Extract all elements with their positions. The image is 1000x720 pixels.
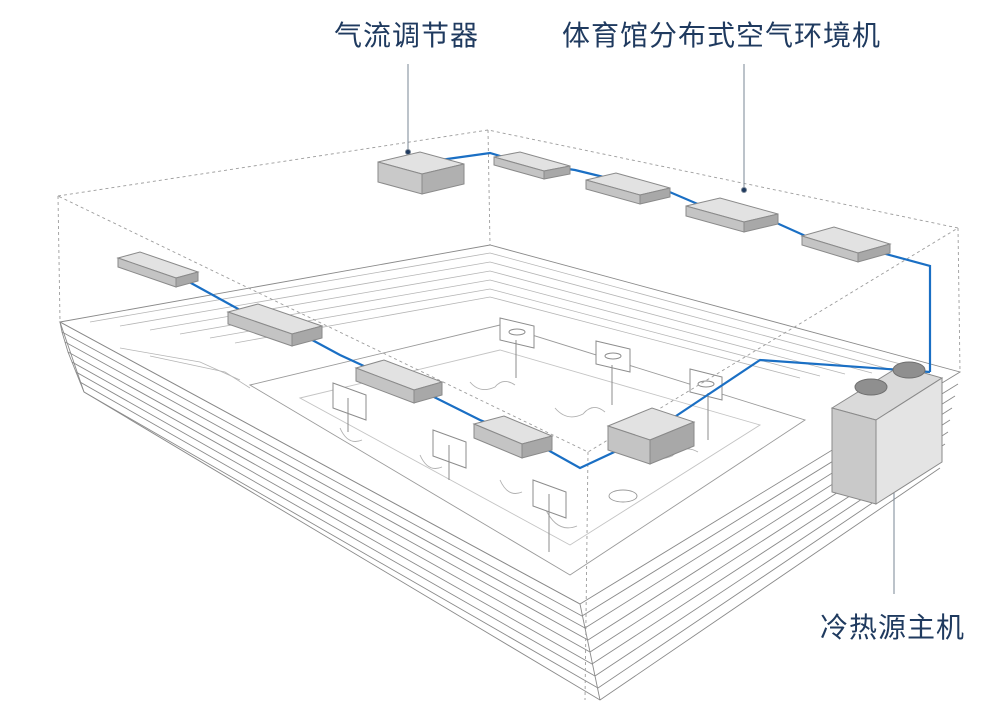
edge-right (957, 227, 961, 373)
key-arc-4 (339, 427, 363, 442)
host-side (875, 377, 943, 505)
key-arc-2 (554, 407, 606, 418)
slab-step-6 (75, 371, 946, 677)
hoop-2 (595, 340, 631, 405)
hoop-3 (689, 368, 723, 440)
hoop-4 (332, 382, 367, 432)
air-unit-5 (116, 251, 200, 288)
stand-row-8 (149, 355, 251, 389)
slab-edge-front-left (59, 321, 581, 605)
stand-row-1 (89, 252, 931, 373)
building-envelope (56, 129, 961, 701)
key-arc-5 (419, 454, 443, 469)
air-unit-2 (585, 172, 671, 205)
edge-front (584, 451, 589, 701)
host-fan-2 (892, 361, 926, 379)
host-unit (830, 361, 944, 505)
slab-step-5 (71, 361, 949, 665)
court-inner (298, 349, 762, 546)
host-unit-label: 冷热源主机 (820, 611, 966, 644)
air-unit-8 (472, 415, 554, 459)
air-unit-3 (685, 197, 779, 233)
distributed-system-label: 体育馆分布式空气环境机 (562, 19, 882, 52)
slab-front-corner (579, 603, 601, 701)
air-unit-6 (226, 303, 324, 347)
key-arc-7 (544, 507, 578, 529)
key-arc-1 (469, 381, 516, 391)
hoop-5 (432, 429, 467, 480)
air-unit-9 (606, 407, 696, 465)
slab-step-2 (61, 331, 956, 629)
court-outline (248, 324, 807, 576)
court (248, 324, 807, 576)
slab-step-4 (67, 351, 951, 653)
edge-left (57, 195, 61, 323)
airflow-regulator-box (377, 151, 465, 195)
leader-airflow-dot (405, 149, 411, 155)
slab-step-3 (64, 341, 953, 641)
airflow-regulator-label: 气流调节器 (334, 19, 480, 52)
air-unit-1 (493, 151, 571, 180)
host-fan-1 (854, 378, 888, 396)
slab-step-1 (59, 321, 959, 617)
key-arc-6 (499, 479, 523, 494)
leader-lines (405, 64, 897, 594)
center-circle (608, 489, 638, 503)
host-front (831, 407, 877, 505)
edge-back (487, 129, 491, 246)
floor-slab (58, 244, 962, 701)
leader-system-dot (741, 187, 747, 193)
hoops (332, 317, 723, 552)
roof-outline (56, 129, 960, 453)
hoop-1 (499, 317, 535, 378)
air-unit-4 (800, 226, 892, 263)
stand-row-7 (119, 347, 241, 381)
air-units (116, 151, 892, 465)
air-unit-7 (354, 359, 444, 404)
slab-left-corner (59, 321, 85, 393)
hoop-6 (532, 479, 567, 552)
stand-row-2 (119, 261, 901, 373)
